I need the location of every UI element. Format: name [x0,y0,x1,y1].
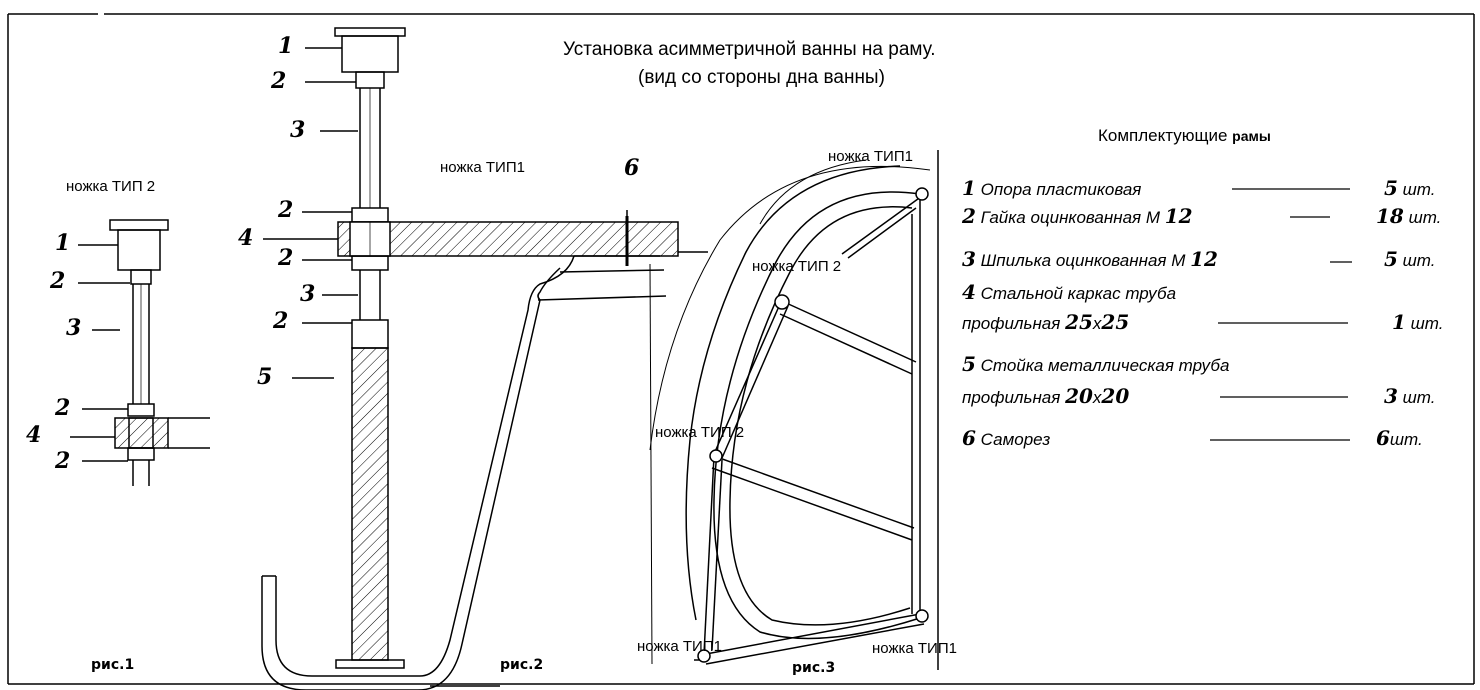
fig3-label-top: ножка ТИП1 [828,148,913,165]
part-item-4: 4 Стальной каркас труба [962,280,1176,304]
fig2-callout: 3 [290,117,306,143]
fig2-callout: 5 [257,364,273,390]
part-item-5-line2: профильная 20x20 [962,384,1129,408]
part-num: 2 [962,204,976,228]
title-line1: Установка асимметричной ванны на раму. [563,39,936,60]
fig1-drawing [70,219,210,486]
fig2-callout: 6 [624,155,640,181]
part-num: 5 [962,352,976,376]
part-size-a: 20 [1065,384,1093,408]
part-unit: шт. [1389,430,1423,449]
part-size: 12 [1190,247,1218,271]
part-name-line2: профильная [962,314,1061,333]
fig3-label-middle-left: ножка ТИП 2 [655,424,745,441]
part-unit: шт. [1408,208,1442,227]
fig2-callout: 4 [238,225,254,251]
part-name: Опора пластиковая [980,180,1142,199]
part-qty-4: 1 шт. [1392,310,1443,334]
fig2-drawing [261,27,708,690]
part-qty-1: 5 шт. [1384,176,1435,200]
fig1-callout: 2 [55,448,71,474]
part-item-2: 2 Гайка оцинкованная М 12 [962,204,1193,228]
part-name: Стойка металлическая труба [980,356,1230,375]
fig1-callout: 3 [66,315,82,341]
fig2-callout: 3 [300,281,316,307]
parts-leader-lines [1210,188,1352,441]
fig2-caption: рис.2 [500,657,544,673]
parts-header-text: Комплектующие [1098,126,1228,145]
part-unit: шт. [1402,180,1436,199]
fig1-callout: 4 [26,422,42,448]
fig3-drawing [649,150,939,670]
part-size-x: x [1092,388,1102,407]
part-unit: шт. [1410,314,1444,333]
fig2-callout: 1 [278,33,294,59]
part-size-b: 20 [1101,384,1130,408]
part-name-line2: профильная [962,388,1061,407]
part-size-x: x [1092,314,1102,333]
part-num: 1 [962,176,976,200]
part-qty: 5 [1384,176,1398,200]
part-size-b: 25 [1101,310,1130,334]
part-item-6: 6 Саморез [962,426,1050,450]
fig1-callout: 1 [55,230,71,256]
fig2-callout: 2 [273,308,289,334]
part-qty: 6 [1376,426,1390,450]
part-num: 4 [962,280,976,304]
part-size-a: 25 [1065,310,1093,334]
fig1-caption: рис.1 [91,657,135,673]
part-item-1: 1 Опора пластиковая [962,176,1141,200]
fig1-callout: 2 [50,268,66,294]
part-name: Гайка оцинкованная М [980,208,1161,227]
part-qty-3: 5 шт. [1384,247,1435,271]
fig3-label-bottom-left: ножка ТИП1 [637,638,722,655]
part-item-5: 5 Стойка металлическая труба [962,352,1229,376]
part-num: 6 [962,426,976,450]
part-qty-5: 3 шт. [1384,384,1435,408]
fig2-callout: 2 [278,245,294,271]
part-name: Стальной каркас труба [980,284,1177,303]
fig2-callout: 2 [278,197,294,223]
parts-header: Комплектующие рамы [1098,126,1271,146]
part-qty-6: 6шт. [1376,426,1423,450]
page-frame [7,13,1475,685]
part-unit: шт. [1402,388,1436,407]
fig1-callout: 2 [55,395,71,421]
part-unit: шт. [1402,251,1436,270]
part-qty: 1 [1392,310,1406,334]
part-size: 12 [1164,204,1193,228]
fig1-leg-label: ножка ТИП 2 [66,178,156,195]
part-qty: 5 [1384,247,1398,271]
part-item-4-line2: профильная 25x25 [962,310,1129,334]
part-item-3: 3 Шпилька оцинкованная М 12 [962,247,1218,271]
fig3-label-bottom-right: ножка ТИП1 [872,640,957,657]
part-name: Шпилька оцинкованная М [980,251,1186,270]
part-name: Саморез [980,430,1051,449]
fig3-caption: рис.3 [792,660,836,676]
part-qty-2: 18 шт. [1376,204,1441,228]
part-qty: 3 [1384,384,1398,408]
fig2-callout: 2 [271,68,287,94]
fig2-leg-label: ножка ТИП1 [440,159,525,176]
parts-header-bold: рамы [1232,128,1271,144]
title-line2: (вид со стороны дна ванны) [638,67,885,88]
part-qty: 18 [1376,204,1404,228]
fig3-label-upper-left: ножка ТИП 2 [752,258,842,275]
part-num: 3 [962,247,976,271]
